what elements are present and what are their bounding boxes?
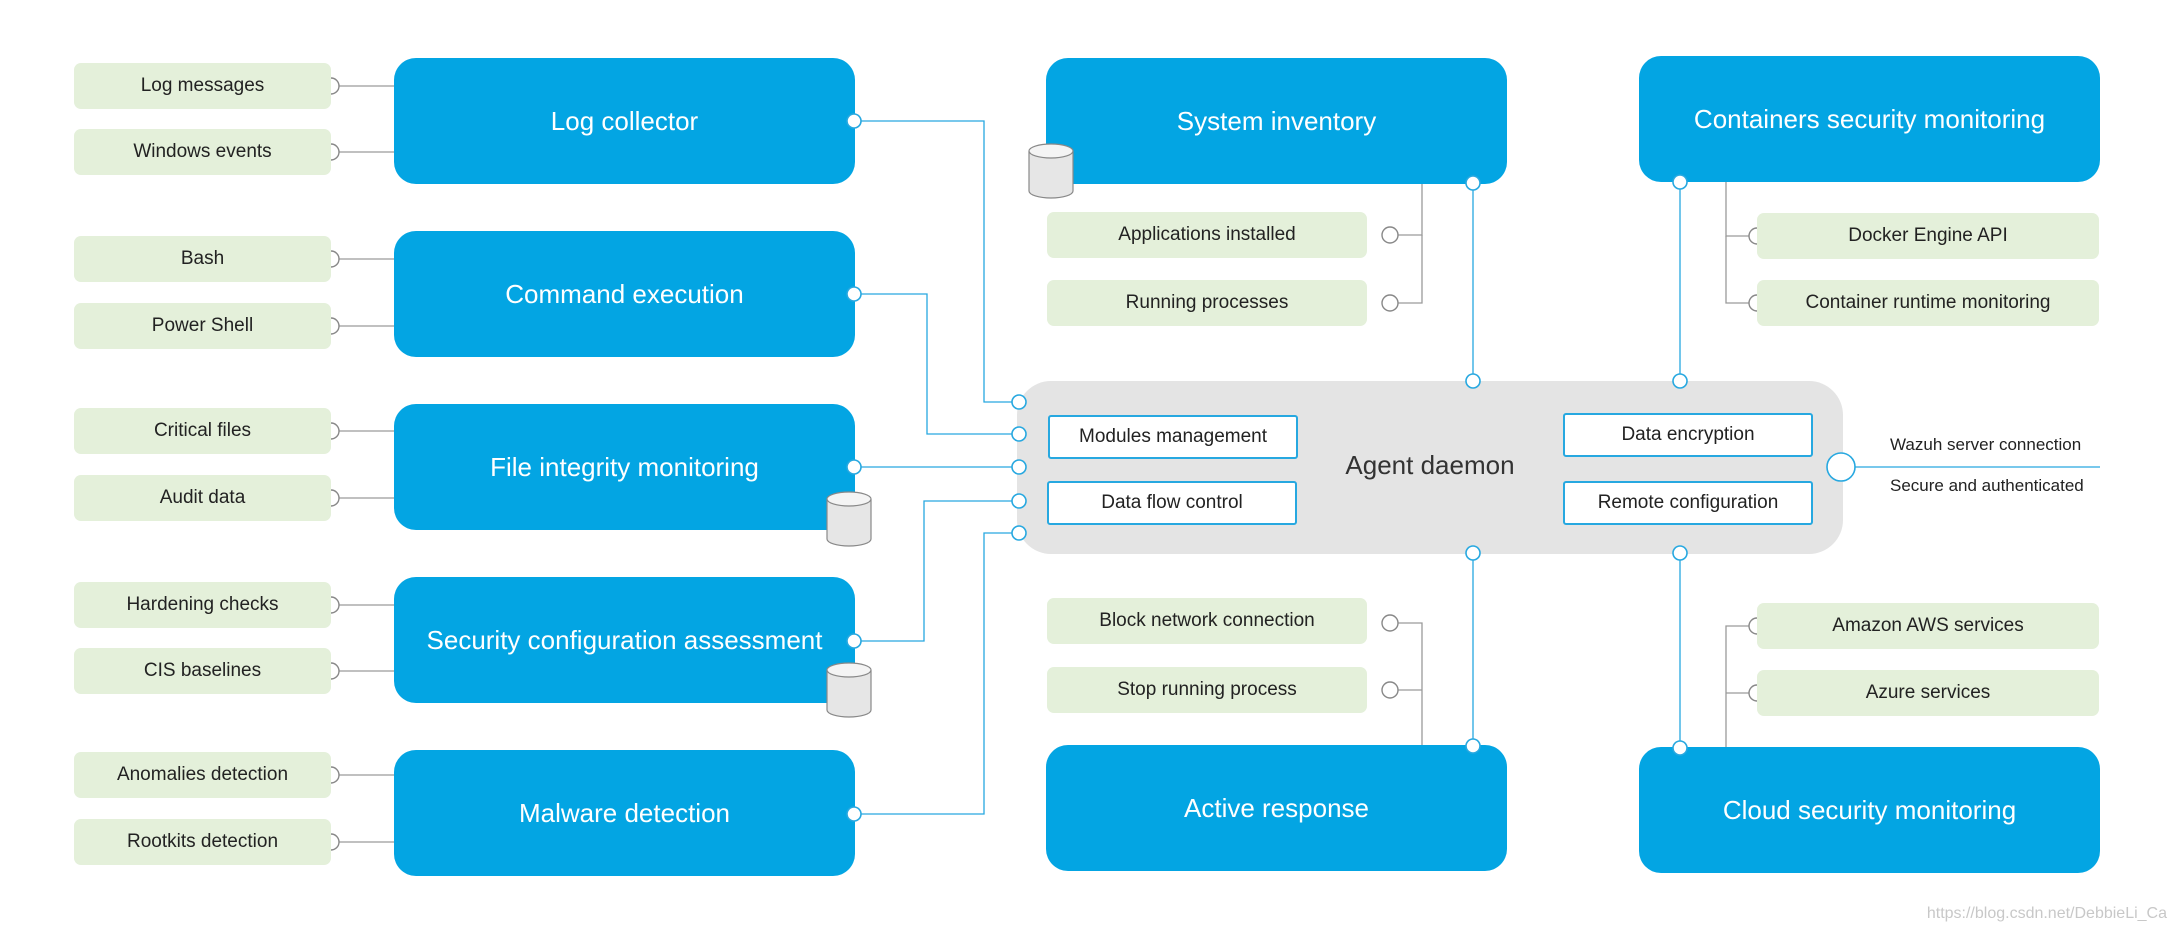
module-label: Security configuration assessment <box>426 624 823 655</box>
agent-daemon-box <box>1017 381 1843 554</box>
connector-dot <box>1465 545 1481 561</box>
watermark: https://blog.csdn.net/DebbieLi_Ca <box>1926 905 2167 922</box>
module-label: System inventory <box>1176 105 1377 136</box>
power-shell-pill: Power Shell <box>74 303 331 349</box>
stop-running-process-pill: Stop running process <box>1047 667 1367 713</box>
connector-dot <box>846 806 862 822</box>
secure-and-authenticated-label: Secure and authenticated <box>1890 476 2084 495</box>
connector-dot <box>1011 394 1027 410</box>
connector-dot <box>846 459 862 475</box>
amazon-aws-services-pill: Amazon AWS services <box>1757 603 2099 649</box>
connector-dot <box>846 633 862 649</box>
audit-data-pill: Audit data <box>74 475 331 521</box>
remote-configuration-box: Remote configuration <box>1563 481 1813 525</box>
connector-dot <box>1672 373 1688 389</box>
running-processes-pill: Running processes <box>1047 280 1367 326</box>
anomalies-detection-pill: Anomalies detection <box>74 752 331 798</box>
block-network-connection-pill: Block network connection <box>1047 598 1367 644</box>
cloud-security-monitoring-box: Cloud security monitoring <box>1639 747 2100 873</box>
critical-files-pill: Critical files <box>74 408 331 454</box>
connector-dot <box>1672 740 1688 756</box>
system-inventory-box: System inventory <box>1046 58 1507 184</box>
connector-dot <box>1465 373 1481 389</box>
agent-daemon-title: Agent daemon <box>1345 450 1515 480</box>
malware-detection-box: Malware detection <box>394 750 855 876</box>
wazuh-server-connection-label: Wazuh server connection <box>1890 435 2082 454</box>
log-collector-box: Log collector <box>394 58 855 184</box>
connector-dot <box>1011 493 1027 509</box>
database-icon <box>826 491 872 547</box>
azure-services-pill: Azure services <box>1757 670 2099 716</box>
log-messages-pill: Log messages <box>74 63 331 109</box>
connector-dot <box>1011 525 1027 541</box>
database-icon <box>1028 143 1074 199</box>
module-label: Cloud security monitoring <box>1722 794 2017 825</box>
module-label: Malware detection <box>519 797 730 828</box>
bash-pill: Bash <box>74 236 331 282</box>
module-label: Command execution <box>505 278 744 309</box>
connector-dot <box>846 113 862 129</box>
connector-dot <box>1465 738 1481 754</box>
applications-installed-pill: Applications installed <box>1047 212 1367 258</box>
command-execution-box: Command execution <box>394 231 855 357</box>
module-label: Active response <box>1184 792 1369 823</box>
hardening-checks-pill: Hardening checks <box>74 582 331 628</box>
connector-dot <box>1011 459 1027 475</box>
docker-engine-api-pill: Docker Engine API <box>1757 213 2099 259</box>
module-label: File integrity monitoring <box>490 451 759 482</box>
connector-dot <box>1672 545 1688 561</box>
database-icon <box>826 662 872 718</box>
file-integrity-monitoring-box: File integrity monitoring <box>394 404 855 530</box>
cis-baselines-pill: CIS baselines <box>74 648 331 694</box>
data-flow-control-box: Data flow control <box>1047 481 1297 525</box>
security-configuration-assessment-box: Security configuration assessment <box>394 577 855 703</box>
rootkits-detection-pill: Rootkits detection <box>74 819 331 865</box>
container-runtime-monitoring-pill: Container runtime monitoring <box>1757 280 2099 326</box>
active-response-box: Active response <box>1046 745 1507 871</box>
module-label: Log collector <box>550 105 699 136</box>
server-connection-port <box>1826 452 1856 482</box>
containers-security-monitoring-box: Containers security monitoring <box>1639 56 2100 182</box>
connector-dot <box>1465 175 1481 191</box>
module-label: Containers security monitoring <box>1693 103 2046 134</box>
connector-dot <box>1011 426 1027 442</box>
connector-dot <box>1672 174 1688 190</box>
data-encryption-box: Data encryption <box>1563 413 1813 457</box>
modules-management-box: Modules management <box>1048 415 1298 459</box>
connector-dot <box>846 286 862 302</box>
windows-events-pill: Windows events <box>74 129 331 175</box>
